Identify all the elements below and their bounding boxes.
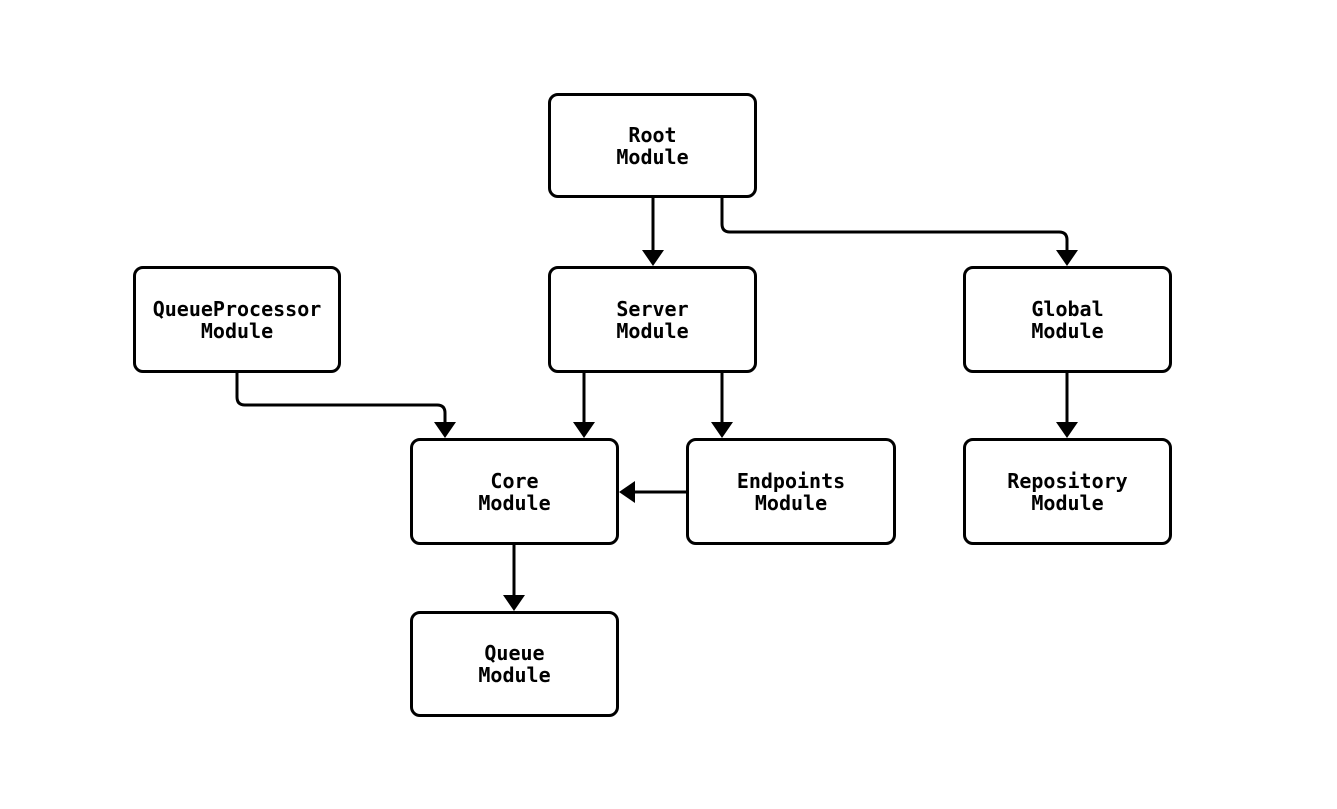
- node-queueprocessor-module: QueueProcessor Module: [133, 266, 341, 373]
- node-root-module: Root Module: [548, 93, 757, 198]
- edge-global-to-repository: [1056, 373, 1078, 438]
- node-repository-module: Repository Module: [963, 438, 1172, 545]
- node-server-module-label: Server Module: [616, 296, 689, 343]
- node-global-module: Global Module: [963, 266, 1172, 373]
- edge-root-to-server: [642, 198, 664, 266]
- edge-queueprocessor-to-core: [235, 373, 456, 438]
- node-queue-module-label: Queue Module: [478, 641, 551, 687]
- node-endpoints-module: Endpoints Module: [686, 438, 896, 545]
- node-queue-module: Queue Module: [410, 611, 619, 717]
- edge-core-to-queue: [503, 545, 525, 611]
- edge-endpoints-to-core: [619, 481, 686, 503]
- node-core-module: Core Module: [410, 438, 619, 545]
- node-repository-module-label: Repository Module: [1007, 468, 1128, 515]
- edge-server-to-endpoints: [711, 373, 733, 438]
- node-queueprocessor-module-label: QueueProcessor Module: [152, 296, 322, 343]
- node-core-module-label: Core Module: [478, 468, 551, 515]
- node-global-module-label: Global Module: [1031, 296, 1104, 343]
- node-endpoints-module-label: Endpoints Module: [736, 468, 846, 515]
- node-root-module-label: Root Module: [616, 122, 689, 169]
- node-server-module: Server Module: [548, 266, 757, 373]
- edge-root-to-global: [720, 198, 1078, 266]
- edge-server-to-core: [573, 373, 595, 438]
